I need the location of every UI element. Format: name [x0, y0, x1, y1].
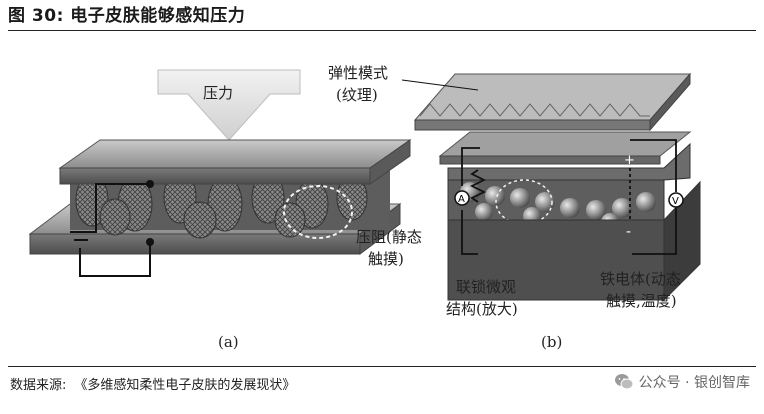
circuit-wire — [70, 183, 151, 277]
wechat-icon — [614, 374, 634, 390]
elastic-label-line1: 弹性模式 — [328, 64, 388, 82]
interlock-label-line1: 联锁微观 — [456, 278, 516, 296]
pressure-arrow — [157, 69, 301, 141]
voltmeter-symbol: V — [672, 196, 679, 207]
ammeter-icon — [454, 190, 470, 206]
elastic-textured-layer — [413, 72, 692, 132]
watermark: 公众号 · 银创智库 — [614, 372, 750, 392]
bottom-rule — [8, 366, 756, 367]
figure-diagram: 压力 — [28, 64, 701, 351]
pressure-label: 压力 — [203, 84, 233, 102]
ferro-label-line1: 铁电体(动态 — [600, 270, 681, 288]
ammeter-symbol: A — [458, 194, 465, 205]
piezo-label-line1: 压阻(静态 — [356, 228, 422, 246]
base-block — [447, 180, 701, 302]
panel-b-caption: (b) — [541, 333, 562, 351]
micro-pillar-array — [70, 168, 390, 239]
minus-sign: - — [626, 224, 631, 240]
zoom-highlight-b — [495, 179, 553, 225]
zoom-highlight — [283, 185, 353, 239]
watermark-text: 公众号 · 银创智库 — [638, 375, 750, 391]
plus-sign: + — [624, 153, 635, 168]
voltmeter-circuit — [629, 139, 677, 255]
electrode-dot-bottom — [146, 238, 154, 246]
source-line: 数据来源: 《多维感知柔性电子皮肤的发展现状》 — [10, 374, 295, 393]
panel-b: A V + - 弹性模式 (纹理) 压阻(静态 触摸) 联锁微观 结构(放大) … — [328, 64, 701, 351]
voltmeter-icon — [668, 192, 684, 208]
electrode-dot-top — [146, 180, 154, 188]
source-text: 《多维感知柔性电子皮肤的发展现状》 — [74, 378, 296, 393]
top-plate — [58, 139, 412, 185]
figure-title: 图 30: 电子皮肤能够感知压力 — [8, 6, 246, 26]
elastic-leader-line — [401, 79, 479, 91]
interlock-label-line2: 结构(放大) — [446, 300, 518, 318]
thin-separator-layer — [438, 131, 692, 165]
panel-a-caption: (a) — [218, 333, 239, 351]
piezo-label-line2: 触摸) — [368, 250, 404, 268]
top-rule — [8, 30, 756, 31]
elastic-label-line2: (纹理) — [336, 86, 378, 104]
ferro-label-line2: 触摸,温度) — [606, 292, 677, 310]
panel-a: 压力 — [28, 69, 412, 351]
ammeter-circuit — [461, 147, 487, 255]
source-label: 数据来源: — [10, 378, 67, 393]
